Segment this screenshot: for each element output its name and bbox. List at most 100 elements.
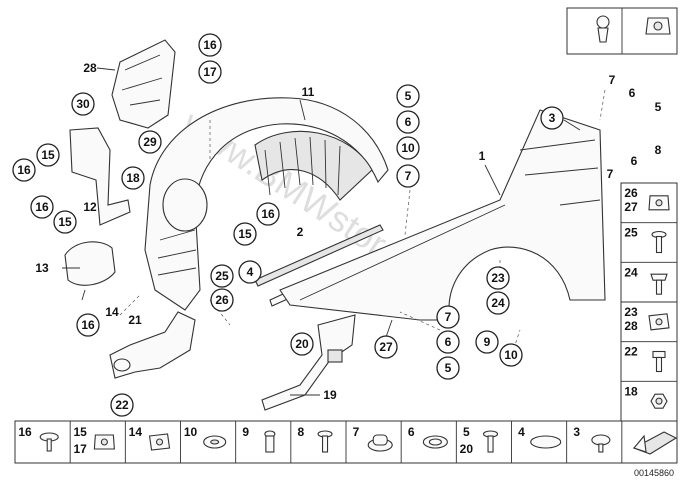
clip-rivet-icon xyxy=(596,15,610,43)
callout-15-left: 15 xyxy=(36,143,60,167)
clip-nut-icon xyxy=(648,195,670,211)
side-legend-number: 26 xyxy=(624,186,638,200)
oval-plug-icon xyxy=(530,435,562,449)
expansion-rivet-icon xyxy=(264,430,276,453)
svg-text:22: 22 xyxy=(115,398,129,412)
callout-27: 27 xyxy=(374,335,398,359)
diagram-code: 00145860 xyxy=(634,468,674,478)
side-legend-number-2: 27 xyxy=(624,200,638,214)
svg-text:18: 18 xyxy=(126,171,140,185)
callout-5-lower: 5 xyxy=(436,356,460,380)
cover-part-13 xyxy=(64,241,116,301)
callout-7-mid: 7 xyxy=(396,164,420,188)
top-legend-box xyxy=(566,7,678,55)
side-legend-number: 25 xyxy=(624,226,638,240)
svg-text:27: 27 xyxy=(379,340,393,354)
clip-nut-icon xyxy=(93,434,115,450)
callout-28: 28 xyxy=(83,61,97,75)
side-legend-number: 24 xyxy=(624,265,638,279)
speed-nut-icon xyxy=(148,433,171,451)
svg-text:9: 9 xyxy=(484,335,491,349)
bottom-legend-cell: 10 xyxy=(180,421,227,463)
callout-8: 8 xyxy=(655,143,662,157)
svg-text:10: 10 xyxy=(401,141,415,155)
svg-text:16: 16 xyxy=(35,200,49,214)
svg-text:5: 5 xyxy=(445,361,452,375)
callout-16-bottom: 16 xyxy=(76,313,100,337)
callout-5-right: 5 xyxy=(655,100,662,114)
bracket-part-28 xyxy=(111,39,176,129)
speed-nut-icon xyxy=(648,313,670,331)
bottom-legend-number: 10 xyxy=(184,425,198,439)
washer-screw-icon xyxy=(39,432,59,452)
callout-29: 29 xyxy=(138,130,162,154)
callout-7-right-2: 7 xyxy=(607,167,614,181)
callout-10-mid: 10 xyxy=(396,136,420,160)
svg-text:15: 15 xyxy=(58,215,72,229)
callout-30: 30 xyxy=(71,92,95,116)
screw-icon xyxy=(651,230,667,254)
svg-text:26: 26 xyxy=(215,293,229,307)
callout-7-right: 7 xyxy=(609,73,616,87)
callout-group: 28 11 12 13 14 21 2 1 19 30 29 7 5 6 7 6… xyxy=(12,15,662,417)
leader-lines xyxy=(62,67,606,396)
callout-14: 14 xyxy=(105,305,119,319)
callout-4: 4 xyxy=(238,260,262,284)
bottom-legend-number: 6 xyxy=(408,425,415,439)
callout-13: 13 xyxy=(35,261,49,275)
callout-21: 21 xyxy=(128,313,142,327)
bottom-legend-number: 16 xyxy=(18,425,32,439)
bottom-legend-cell: 9 xyxy=(235,421,276,463)
screw-icon xyxy=(317,430,333,453)
svg-text:6: 6 xyxy=(445,335,452,349)
grommet-icon xyxy=(203,435,227,449)
plug-icon xyxy=(367,434,393,452)
callout-18: 18 xyxy=(121,166,145,190)
bolt-washer-icon xyxy=(650,273,668,295)
callout-9: 9 xyxy=(475,330,499,354)
side-legend-number-2: 28 xyxy=(624,319,638,333)
svg-text:24: 24 xyxy=(491,296,505,310)
callout-16-left-2: 16 xyxy=(30,195,54,219)
hex-bolt-icon xyxy=(652,350,666,373)
callout-17-top: 17 xyxy=(198,60,222,84)
bottom-legend-cell: 4 xyxy=(511,421,562,463)
callout-3: 3 xyxy=(540,106,564,130)
callout-23: 23 xyxy=(486,266,510,290)
bottom-legend-number-2: 17 xyxy=(73,442,87,456)
svg-text:7: 7 xyxy=(445,310,452,324)
svg-text:7: 7 xyxy=(405,169,412,183)
side-legend-cell: 18 xyxy=(621,380,677,409)
bottom-legend-cell: 7 xyxy=(345,421,393,463)
side-legend-cell: 24 xyxy=(621,261,677,295)
callout-5-mid: 5 xyxy=(396,84,420,108)
bottom-legend-cell: 16 xyxy=(18,425,59,452)
svg-text:30: 30 xyxy=(76,97,90,111)
svg-text:16: 16 xyxy=(81,318,95,332)
bottom-legend-number: 14 xyxy=(129,425,143,439)
callout-19: 19 xyxy=(323,388,337,402)
callout-24: 24 xyxy=(486,291,510,315)
callout-20: 20 xyxy=(290,332,314,356)
bottom-legend-cell xyxy=(621,421,678,463)
bottom-legend-cell: 3 xyxy=(566,421,611,463)
svg-text:10: 10 xyxy=(504,348,518,362)
callout-6-mid: 6 xyxy=(396,110,420,134)
callout-26: 26 xyxy=(210,288,234,312)
callout-1: 1 xyxy=(479,149,486,163)
side-legend-number: 23 xyxy=(624,305,638,319)
torx-screw-icon xyxy=(591,434,611,453)
callout-6-lower: 6 xyxy=(436,330,460,354)
bottom-legend-cell: 8 xyxy=(290,421,333,463)
callout-16-left: 16 xyxy=(12,158,36,182)
bottom-legend-number: 15 xyxy=(73,425,87,439)
rubber-ring-icon xyxy=(422,435,448,449)
arrow-icon xyxy=(632,431,678,455)
svg-text:5: 5 xyxy=(405,89,412,103)
callout-15-mid: 15 xyxy=(233,222,257,246)
